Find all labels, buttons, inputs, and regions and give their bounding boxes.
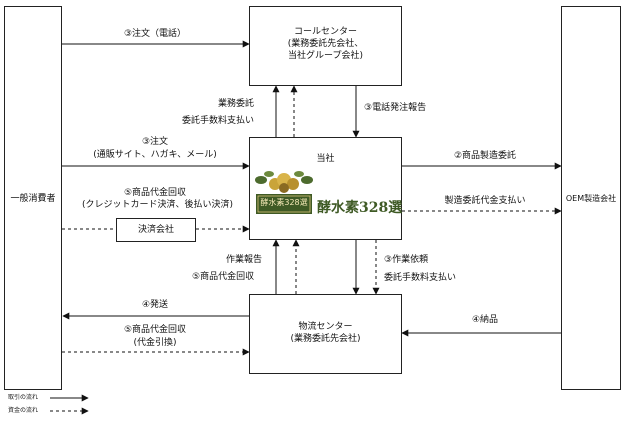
consumer-label: 一般消費者 [10, 194, 56, 204]
label-commission-pay-1: 委託手数料支払い [182, 116, 255, 126]
oem-label: OEM製造会社 [565, 194, 617, 203]
logistics-sub: (業務委託先会社) [290, 334, 361, 344]
label-deliver: ④納品 [471, 315, 499, 325]
label-collect-2: (クレジットカード決済、後払い決済) [81, 200, 234, 210]
emblem-text: 酵水素328選 [260, 198, 308, 207]
label-order-phone: ③注文（電話） [123, 29, 187, 39]
company-label: 当社 [316, 154, 335, 164]
label-collect-3: ⑤商品代金回収 [192, 272, 255, 282]
product-wordmark: 酵水素328選 [317, 200, 403, 216]
label-outsourcing: 業務委託 [218, 99, 255, 109]
label-commission-pay-2: 委託手数料支払い [384, 273, 457, 283]
call-center-sub-1: (業務委託先会社、 [287, 39, 364, 49]
call-center-name: コールセンター [293, 27, 357, 37]
label-work-report: 作業報告 [226, 255, 263, 265]
label-collect-4: ⑤商品代金回収 [123, 325, 187, 335]
label-order-web-2: (通販サイト、ハガキ、メール) [93, 150, 217, 160]
legend-transaction: 取引の流れ [8, 394, 39, 401]
label-order-web-1: ③注文 [141, 137, 169, 147]
settlement-box: 決済会社 [116, 218, 196, 242]
label-work-request: ③作業依頼 [384, 255, 429, 265]
consumer-box: 一般消費者 [4, 6, 62, 390]
label-manufacture-payment: 製造委託代金支払い [444, 196, 526, 206]
call-center-sub-2: 当社グループ会社) [288, 51, 363, 61]
call-center-box: コールセンター (業務委託先会社、 当社グループ会社) [249, 6, 402, 86]
label-phone-order-report: ③電話発注報告 [364, 103, 427, 113]
logistics-name: 物流センター [298, 322, 353, 332]
label-ship: ④発送 [141, 300, 169, 310]
logistics-box: 物流センター (業務委託先会社) [249, 294, 402, 374]
legend-money: 資金の流れ [8, 407, 39, 414]
company-box: 当社 酵水素328選 酵水素328選 [249, 137, 402, 240]
settlement-label: 決済会社 [137, 225, 174, 235]
product-logo-emblem: 酵水素328選 [253, 166, 315, 218]
label-collect-1: ⑤商品代金回収 [123, 188, 187, 198]
label-manufacture-request: ②商品製造委託 [453, 151, 517, 161]
oem-box: OEM製造会社 [561, 6, 621, 390]
label-collect-5: (代金引換) [133, 338, 177, 348]
